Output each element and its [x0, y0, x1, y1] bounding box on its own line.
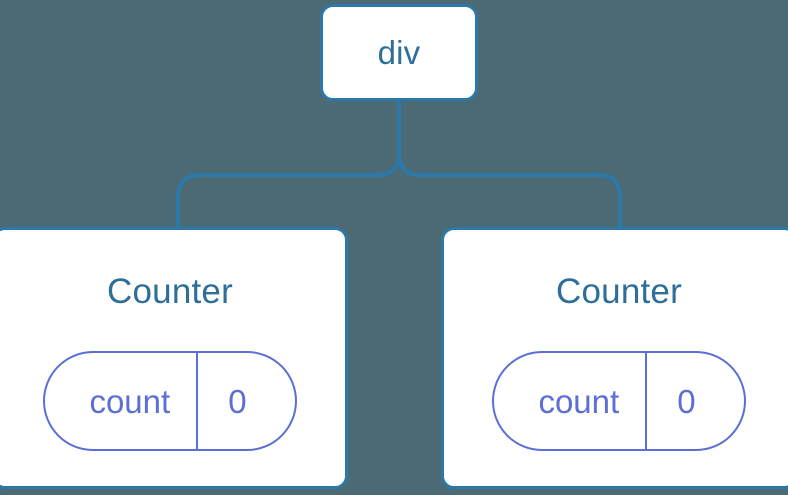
state-pill[interactable]: count 0 [492, 351, 746, 451]
node-component-counter-1[interactable]: Counter count 0 [441, 227, 788, 489]
state-pill[interactable]: count 0 [43, 351, 297, 451]
node-root-label: div [377, 34, 421, 71]
component-title: Counter [107, 272, 233, 311]
node-root-div[interactable]: div [320, 4, 478, 101]
state-key-label: count [89, 382, 171, 420]
state-divider [196, 353, 199, 449]
connector-trunk [176, 99, 401, 230]
state-value-label: 0 [677, 382, 696, 420]
node-component-counter-0[interactable]: Counter count 0 [0, 227, 348, 489]
component-title: Counter [556, 272, 682, 311]
state-key-label: count [538, 382, 620, 420]
connector-branch-right [397, 151, 622, 230]
state-value-label: 0 [228, 382, 247, 420]
state-divider [645, 353, 648, 449]
